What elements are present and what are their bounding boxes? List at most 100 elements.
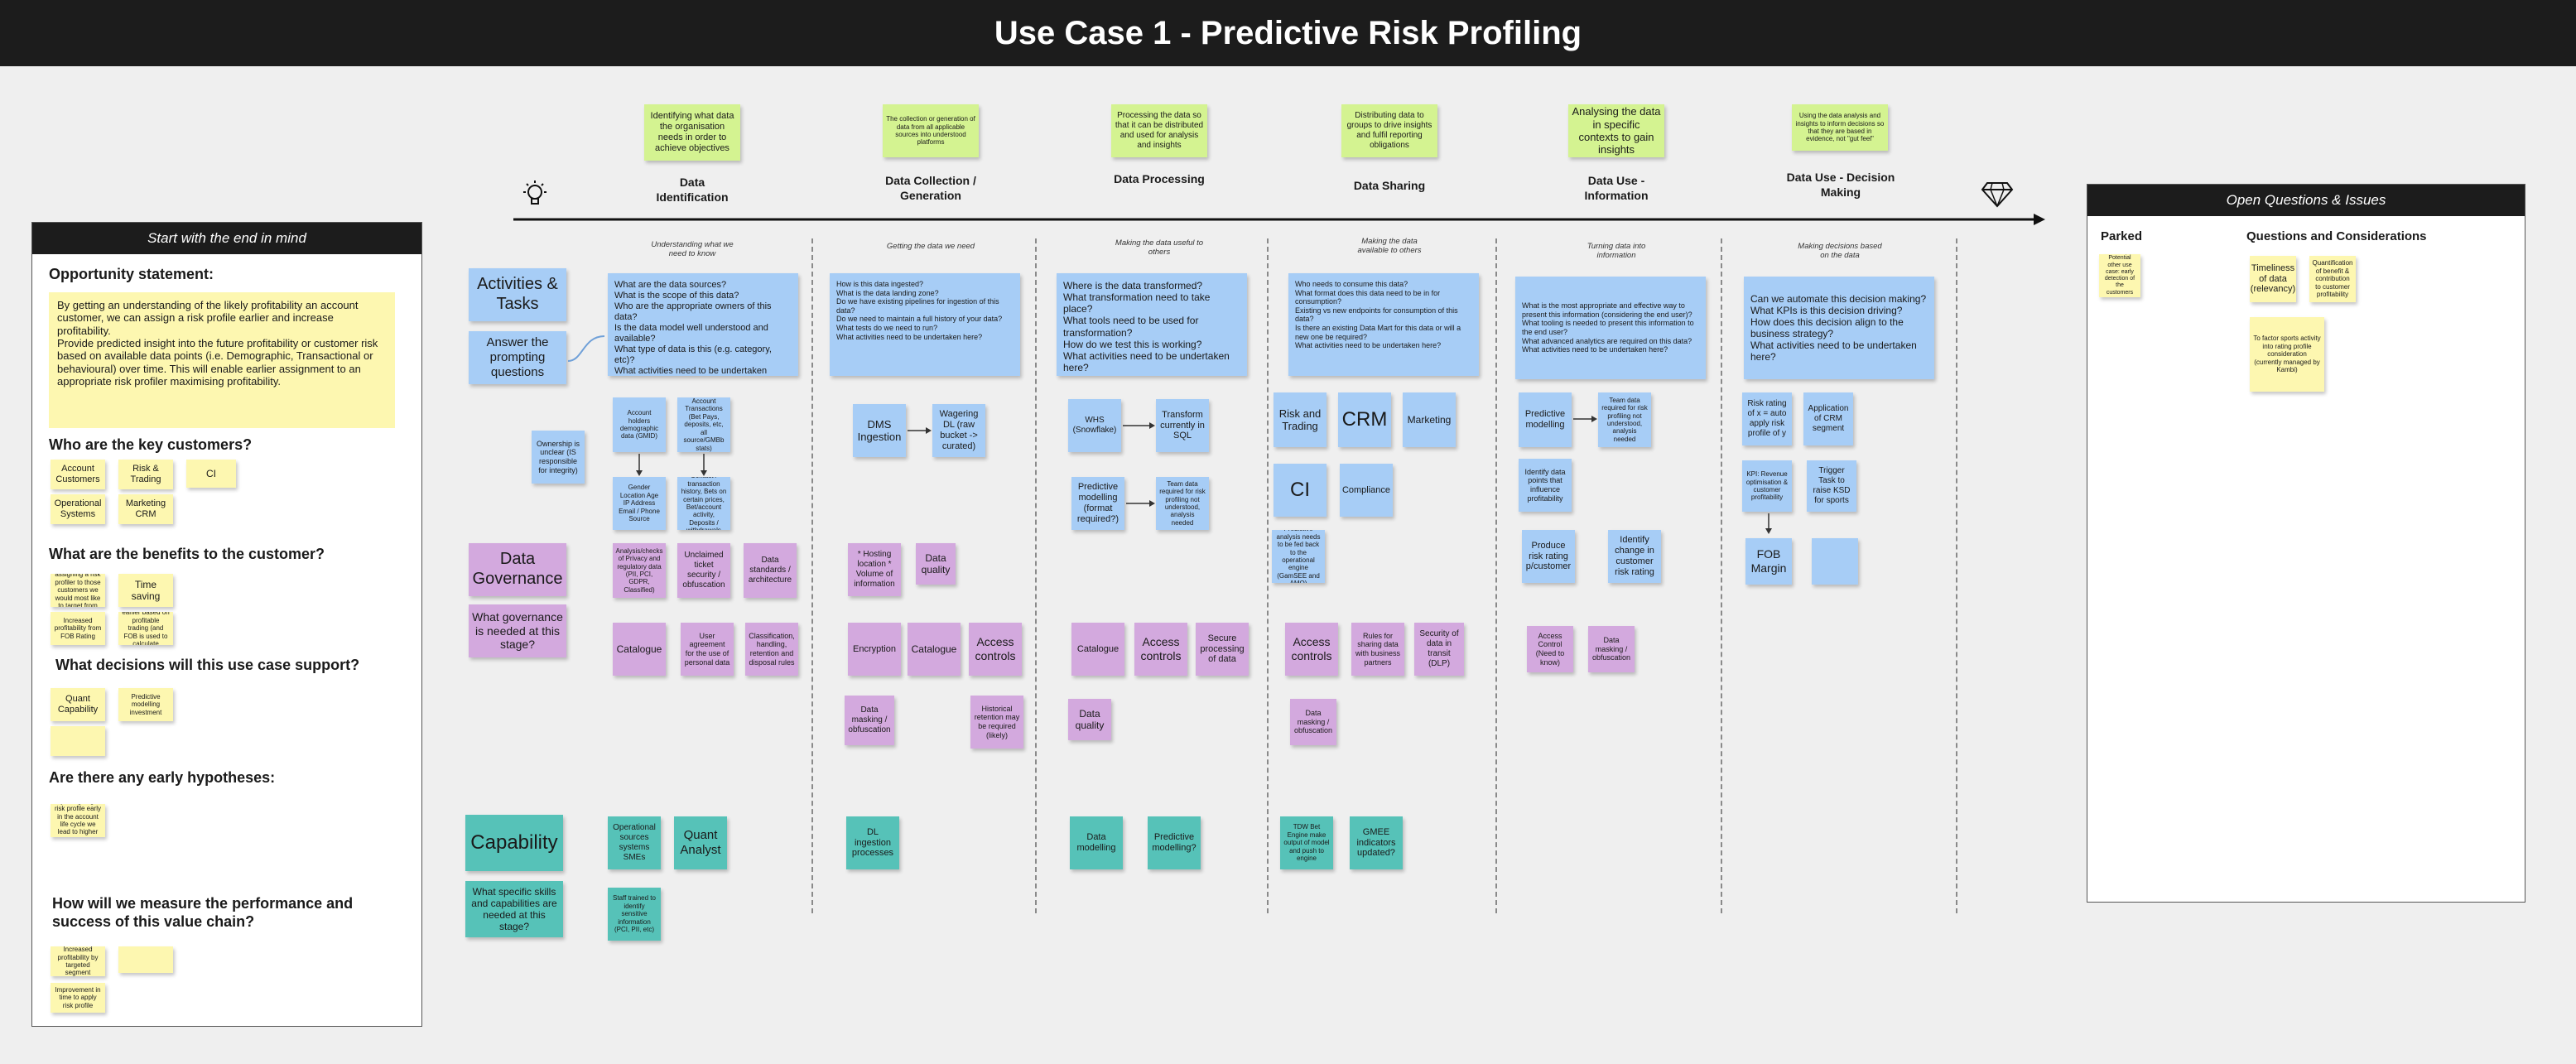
stage-label: Data Collection / Generation — [885, 174, 976, 202]
governance-note: Access controls — [1134, 623, 1187, 676]
stage-label: Data Processing — [1114, 172, 1205, 185]
customer-note: Risk & Trading — [118, 460, 173, 489]
governance-note: Data masking / obfuscation — [1588, 626, 1635, 672]
stage-description: The collection or generation of data fro… — [883, 104, 979, 157]
activity-note: Gender Location Age IP Address Email / P… — [613, 477, 666, 530]
connector-arrow — [1573, 416, 1597, 422]
start-with-end-panel: Start with the end in mind Opportunity s… — [31, 222, 422, 1027]
opportunity-statement: By getting an understanding of the likel… — [49, 292, 395, 428]
activity-note: Compliance — [1340, 464, 1393, 517]
stage-subtitle: Understanding what we need to know — [651, 240, 734, 259]
stage-questions: What is the most appropriate and effecti… — [1515, 277, 1706, 379]
connector-arrow — [1123, 422, 1155, 429]
opportunity-heading: Opportunity statement: — [49, 266, 214, 282]
hypotheses-heading: Are there any early hypotheses: — [49, 769, 276, 786]
governance-note: * Hosting location * Volume of informati… — [848, 543, 901, 596]
decision-note: Quant Capability — [51, 688, 105, 721]
lightbulb-icon — [523, 181, 546, 205]
stage-label: Data Use - Information — [1584, 174, 1649, 202]
activity-note: Team data required for risk profiling no… — [1598, 392, 1651, 447]
activity-note: DMS Ingestion — [853, 404, 906, 457]
activity-note: Wagering DL (raw bucket -> curated) — [932, 404, 985, 457]
governance-note: Catalogue — [1071, 623, 1124, 676]
stage-subtitle: Making decisions based on the data — [1798, 242, 1882, 261]
governance-note: Security of data in transit (DLP) — [1414, 623, 1464, 676]
governance-note: Data masking / obfuscation — [1290, 699, 1336, 745]
activity-note: Contact / transaction history, Bets on c… — [677, 477, 730, 530]
connector-arrow — [1126, 500, 1155, 507]
connector-arrow — [908, 427, 932, 434]
governance-note: Data quality — [916, 543, 956, 585]
customer-note: Account Customers — [51, 460, 105, 489]
stage-questions: Who needs to consume this data? What for… — [1288, 273, 1479, 376]
row-prompt-capability: What specific skills and capabilities ar… — [465, 881, 563, 937]
customer-note: CI — [186, 460, 236, 488]
connector-line — [567, 335, 605, 362]
customers-heading: Who are the key customers? — [49, 436, 253, 453]
stage-label: Data Use - Decision Making — [1786, 171, 1895, 199]
stage-description: Processing the data so that it can be di… — [1111, 104, 1207, 157]
stage-subtitle: Getting the data we need — [886, 242, 975, 251]
activity-note: Produce risk rating p/customer — [1522, 530, 1575, 583]
questions-heading: Questions and Considerations — [2246, 229, 2427, 243]
capability-note: Staff trained to identify sensitive info… — [608, 888, 661, 941]
panel-header: Open Questions & Issues — [2087, 185, 2525, 216]
governance-note: Data standards / architecture — [744, 543, 797, 598]
column-divider — [1267, 238, 1269, 913]
question-note: To factor sports activity into rating pr… — [2250, 317, 2324, 392]
governance-note: Encryption — [848, 623, 901, 676]
activity-note: Predictive analysis needs to be fed back… — [1272, 530, 1325, 583]
capability-note: DL ingestion processes — [846, 816, 899, 869]
benefits-heading: What are the benefits to the customer? — [49, 546, 325, 562]
governance-note: Historical retention may be required (li… — [970, 696, 1023, 749]
governance-note: Rules for sharing data with business par… — [1351, 623, 1404, 676]
benefit-note: Potentially targeting a risk earlier bas… — [118, 612, 173, 645]
column-divider — [1035, 238, 1037, 913]
decision-note — [51, 726, 105, 756]
question-note: Timeliness of data (relevancy) — [2250, 256, 2296, 302]
governance-note: Data masking / obfuscation — [845, 696, 894, 745]
hypothesis-note: By assigning a risk profile early in the… — [51, 804, 105, 837]
activity-note: Trigger Task to raise KSD for sports — [1807, 460, 1856, 512]
stage-description: Using the data analysis and insights to … — [1792, 104, 1888, 151]
benefit-note: Increased profitability from FOB Rating — [51, 612, 105, 645]
activity-note — [1812, 538, 1858, 585]
stage-label: Data Identification — [656, 176, 729, 204]
connector-arrow — [636, 454, 643, 476]
connector-arrow — [701, 454, 707, 476]
activity-note: Application of CRM segment — [1803, 392, 1853, 445]
row-title-capability: Capability — [465, 815, 563, 871]
governance-note: Access Control (Need to know) — [1527, 626, 1573, 672]
governance-note: Unclaimed ticket security / obfuscation — [677, 543, 730, 598]
column-divider — [1495, 238, 1497, 913]
stage-questions: Where is the data transformed? What tran… — [1057, 273, 1247, 376]
stage-subtitle: Making the data useful to others — [1115, 238, 1204, 258]
activity-note: Identify change in customer risk rating — [1608, 530, 1661, 583]
activity-note: Account Transactions (Bet Pays, deposits… — [677, 397, 730, 452]
decisions-heading: What decisions will this use case suppor… — [55, 657, 360, 673]
activity-note: Account holders demographic data (GMID) — [613, 397, 666, 452]
activity-note: Predictive modelling (format required?) — [1071, 477, 1124, 530]
activity-note: CI — [1274, 464, 1327, 517]
capability-note: Operational sources systems SMEs — [608, 816, 661, 869]
parked-heading: Parked — [2101, 229, 2143, 243]
activity-note: CRM — [1338, 392, 1391, 447]
governance-note: User agreement for the use of personal d… — [681, 623, 734, 676]
activity-note: KPI: Revenue optimisation & customer pro… — [1742, 460, 1792, 512]
row-prompt-governance: What governance is needed at this stage? — [469, 604, 566, 657]
decision-note: Predictive modelling investment — [118, 688, 173, 721]
column-divider — [1721, 238, 1722, 913]
activity-note: Team data required for risk profiling no… — [1156, 477, 1209, 530]
activity-note: Marketing — [1403, 392, 1456, 447]
stage-questions: How is this data ingested? What is the d… — [830, 273, 1020, 376]
stage-subtitle: Turning data into information — [1587, 242, 1646, 261]
stage-description: Distributing data to groups to drive ins… — [1341, 104, 1437, 157]
panel-header: Start with the end in mind — [32, 223, 421, 254]
timeline-arrow — [513, 214, 2045, 225]
stage-questions: What are the data sources? What is the s… — [608, 273, 798, 376]
stage-description: Analysing the data in specific contexts … — [1568, 104, 1664, 157]
capability-note: Predictive modelling? — [1148, 816, 1201, 869]
benefit-note: Time saving — [118, 574, 173, 607]
activity-note: Risk and Trading — [1274, 392, 1327, 447]
governance-note: Access controls — [969, 623, 1022, 676]
